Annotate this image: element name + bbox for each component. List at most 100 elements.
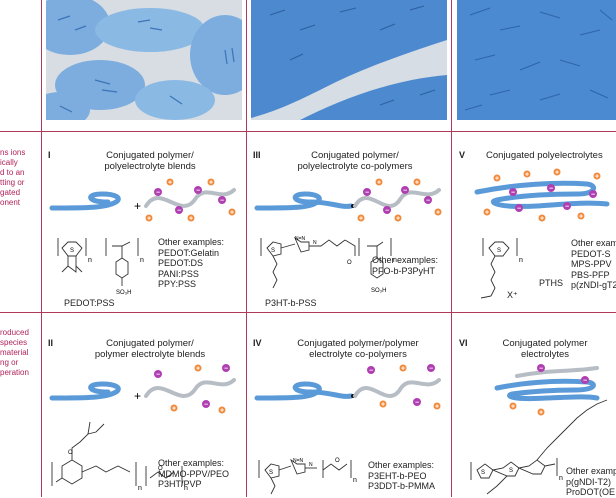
svg-text:−: − xyxy=(156,372,160,379)
svg-text:SO₃H: SO₃H xyxy=(116,290,131,296)
examples-text: Other examples: MDMO-PPV/PEO P3HT/PVP xyxy=(158,458,230,489)
svg-text:n: n xyxy=(393,257,397,264)
svg-text:−: − xyxy=(517,206,521,213)
svg-text:N=N: N=N xyxy=(295,236,306,242)
svg-text:+: + xyxy=(525,172,529,179)
grid-line-h1 xyxy=(0,131,616,132)
svg-text:−: − xyxy=(177,208,181,215)
examples-text: Other examples: P3EHT-b-PEO P3DDT-b-PMMA xyxy=(368,460,436,491)
svg-text:+: + xyxy=(436,210,440,217)
cell-III-graphic: − − − − + + + + + S N=N N O n SO₃H xyxy=(254,178,442,294)
morphology-images xyxy=(46,0,616,120)
svg-text:+: + xyxy=(540,216,544,223)
svg-text:SO₃H: SO₃H xyxy=(371,288,386,294)
svg-text:n: n xyxy=(140,257,144,264)
svg-text:n: n xyxy=(88,257,92,264)
svg-text:+: + xyxy=(359,216,363,223)
svg-text:−: − xyxy=(539,366,543,373)
svg-text:n: n xyxy=(353,477,357,484)
examples-text: Other examples: PEDOT:Gelatin PEDOT:DS P… xyxy=(158,237,225,289)
cell-number: I xyxy=(48,150,51,160)
cell-number: V xyxy=(459,150,466,160)
svg-text:−: − xyxy=(565,204,569,211)
grid-line-v3 xyxy=(451,0,452,497)
svg-text:+: + xyxy=(147,216,151,223)
svg-text:+: + xyxy=(196,366,200,373)
grid-line-h2 xyxy=(0,312,616,313)
svg-text:+: + xyxy=(555,170,559,177)
svg-text:−: − xyxy=(385,208,389,215)
svg-text:+: + xyxy=(189,216,193,223)
cell-title: Conjugated polymer/ polymer electrolyte … xyxy=(94,338,206,360)
svg-text:+: + xyxy=(377,180,381,187)
svg-text:−: − xyxy=(220,198,224,205)
grid-line-v1 xyxy=(41,0,42,497)
svg-text:O: O xyxy=(68,450,73,456)
row-label-ionic: ns ions ically d to an tting or gated on… xyxy=(0,148,26,207)
svg-text:n: n xyxy=(184,485,188,492)
svg-text:−: − xyxy=(511,190,515,197)
svg-text:−: − xyxy=(156,190,160,197)
cell-number: II xyxy=(48,338,54,348)
cell-I-graphic: + − − − − + + + + + S n n SO₃H xyxy=(49,178,236,296)
examples-text: Other examples: PFO-b-P3PyHT xyxy=(372,255,439,276)
svg-text:S: S xyxy=(497,248,501,254)
morphology-polyelectrolyte xyxy=(457,0,616,120)
svg-text:+: + xyxy=(485,210,489,217)
svg-text:S: S xyxy=(269,470,273,476)
svg-text:+: + xyxy=(396,216,400,223)
svg-text:N: N xyxy=(309,462,313,468)
svg-text:O: O xyxy=(158,466,163,472)
svg-text:+: + xyxy=(172,406,176,413)
svg-text:n: n xyxy=(138,485,142,492)
svg-text:+: + xyxy=(495,176,499,183)
cell-number: III xyxy=(253,150,261,160)
cell-title: Conjugated polymer/ polyelectrolyte co-p… xyxy=(297,150,413,172)
svg-text:n: n xyxy=(559,475,563,482)
svg-text:N: N xyxy=(313,240,317,246)
svg-text:−: − xyxy=(403,188,407,195)
row-label-introduced: roduced species material ng or peration xyxy=(0,328,29,377)
examples-text: Other examp p(gNDI-T2) ProDOT(OE xyxy=(566,466,616,497)
compound-label: PEDOT:PSS xyxy=(64,298,115,308)
svg-text:−: − xyxy=(583,378,587,385)
svg-text:+: + xyxy=(220,408,224,415)
svg-text:−: − xyxy=(196,188,200,195)
svg-text:O: O xyxy=(347,260,352,266)
cell-number: VI xyxy=(459,338,468,348)
plus-sign: + xyxy=(134,199,141,213)
cell-title: Conjugated polymer electrolytes xyxy=(502,338,588,360)
svg-text:+: + xyxy=(401,366,405,373)
svg-text:+: + xyxy=(230,210,234,217)
svg-text:+: + xyxy=(381,402,385,409)
svg-text:−: − xyxy=(224,366,228,373)
svg-text:S: S xyxy=(509,468,513,474)
morphology-copolymer xyxy=(251,0,447,120)
cell-title: Conjugated polyelectrolytes xyxy=(486,150,603,161)
compound-label: P3HT-b-PSS xyxy=(265,298,317,308)
svg-text:+: + xyxy=(539,410,543,417)
svg-text:+: + xyxy=(415,180,419,187)
svg-text:+: + xyxy=(511,404,515,411)
compound-label: PTHS xyxy=(539,278,564,288)
svg-text:N=N: N=N xyxy=(293,458,304,464)
cell-title: Conjugated polymer/ polyelectrolyte blen… xyxy=(104,150,196,172)
svg-text:S: S xyxy=(271,248,275,254)
svg-text:O: O xyxy=(335,458,340,464)
svg-text:S: S xyxy=(70,248,74,254)
svg-text:n: n xyxy=(519,257,523,264)
svg-text:+: + xyxy=(168,180,172,187)
svg-text:−: − xyxy=(204,402,208,409)
svg-text:−: − xyxy=(369,368,373,375)
svg-text:−: − xyxy=(415,400,419,407)
svg-text:−: − xyxy=(429,366,433,373)
counter-ion: X⁺ xyxy=(507,290,518,300)
svg-text:−: − xyxy=(426,198,430,205)
svg-text:−: − xyxy=(591,192,595,199)
svg-text:−: − xyxy=(549,186,553,193)
svg-text:+: + xyxy=(435,404,439,411)
cell-VI-graphic: − − + + S S n xyxy=(470,364,608,495)
cell-title: Conjugated polymer/polymer electrolyte c… xyxy=(297,338,419,360)
svg-text:−: − xyxy=(365,190,369,197)
svg-text:+: + xyxy=(134,389,141,403)
